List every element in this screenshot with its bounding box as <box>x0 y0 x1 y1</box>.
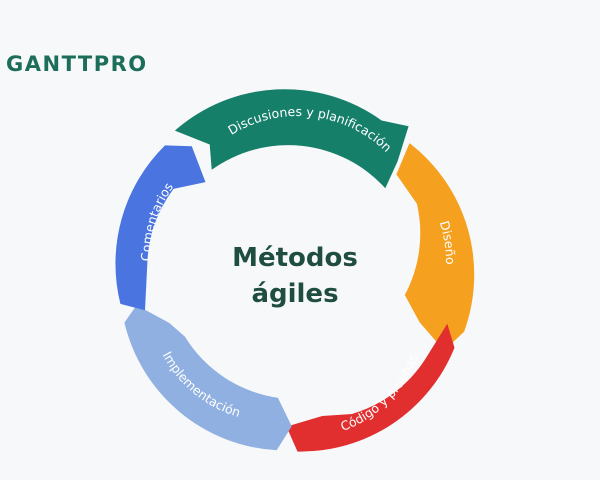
segment-implementacion <box>124 305 292 451</box>
center-title-line1: Métodos <box>232 243 358 273</box>
ganttpro-logo: GANTTPRO <box>6 52 148 76</box>
center-title-line2: ágiles <box>251 279 339 309</box>
center-title: Métodos ágiles <box>195 240 395 312</box>
segment-diseno <box>396 143 475 351</box>
segment-discusiones-y-planificacion <box>174 89 409 189</box>
segment-comentarios <box>115 145 206 311</box>
segment-codigo-y-pruebas <box>286 323 455 452</box>
